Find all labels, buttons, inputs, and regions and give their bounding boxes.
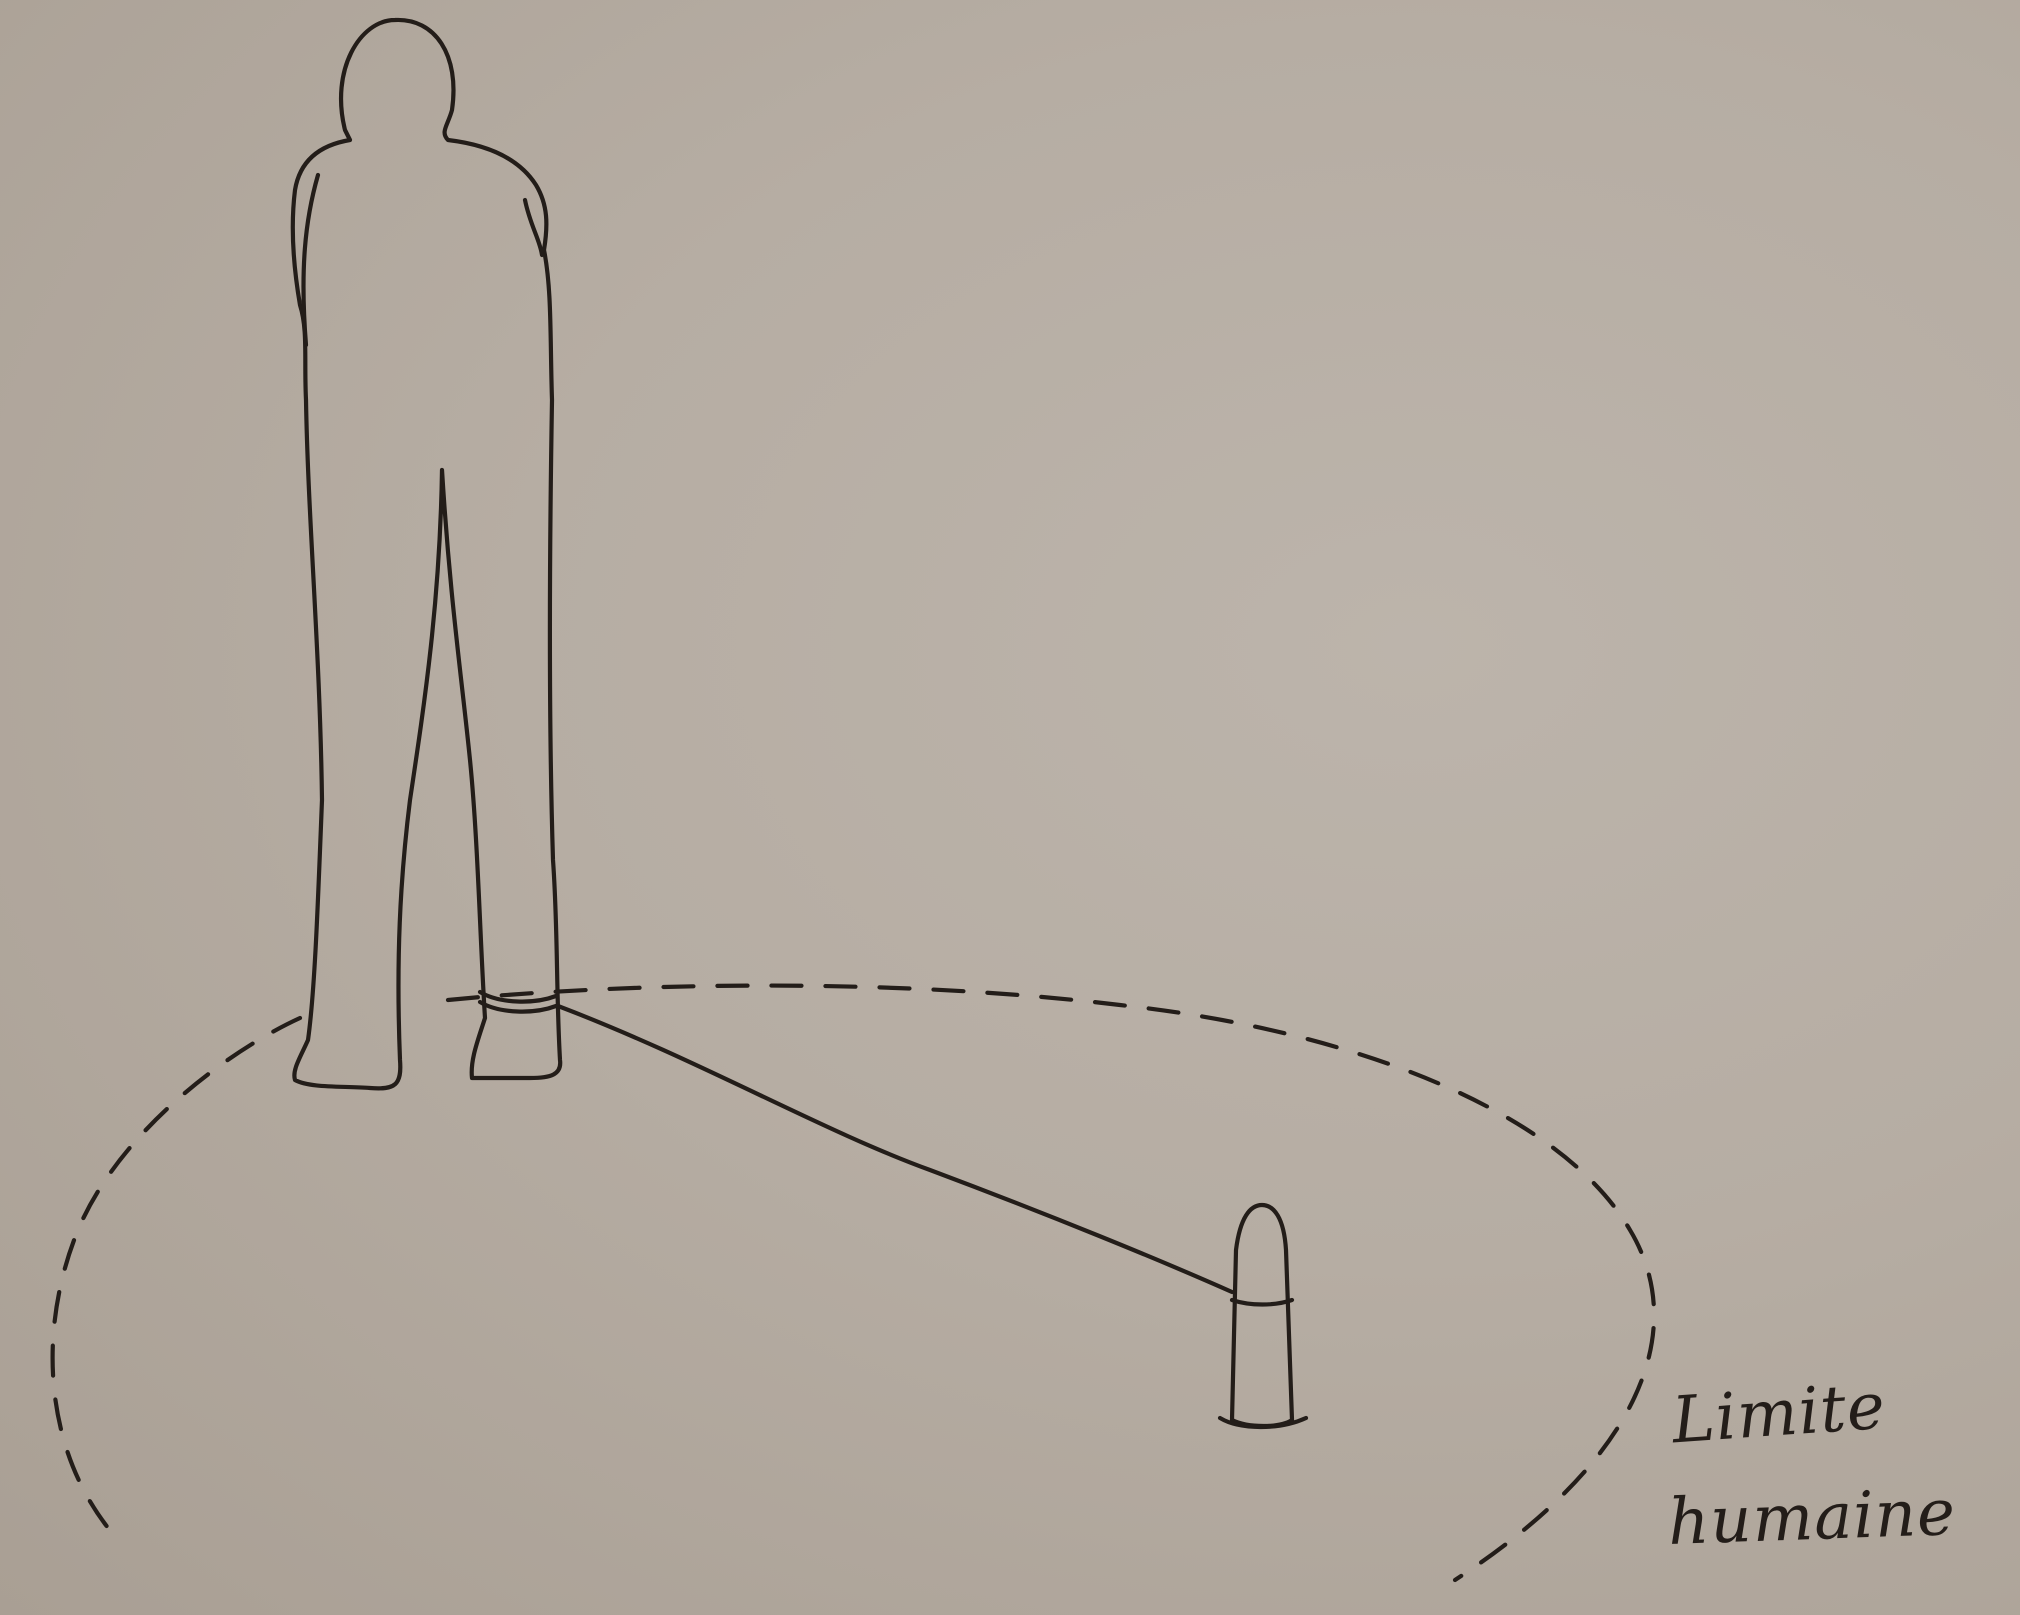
left-arm <box>303 175 318 345</box>
person-figure <box>293 20 560 1088</box>
label-limite: Limite <box>1670 1375 1888 1454</box>
post-stake <box>1232 1205 1292 1426</box>
right-arm <box>525 200 542 255</box>
tether-rope <box>558 1006 1232 1292</box>
post-band <box>1232 1300 1292 1305</box>
label-humaine: humaine <box>1667 1481 1957 1555</box>
